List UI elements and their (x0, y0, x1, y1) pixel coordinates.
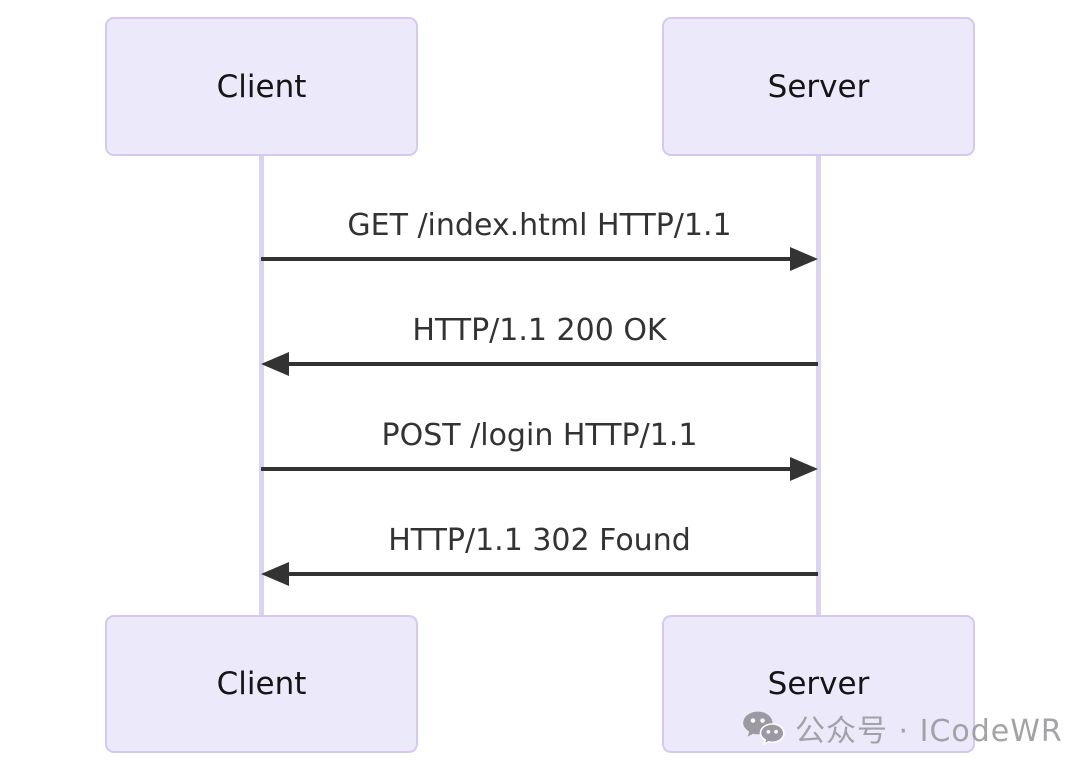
message-label: HTTP/1.1 302 Found (388, 523, 691, 558)
message-post-login: POST /login HTTP/1.1 (261, 417, 818, 481)
arrow-left (261, 562, 818, 586)
arrow-left (261, 352, 818, 376)
arrow-line (261, 467, 794, 471)
actor-box-client-top: Client (105, 17, 418, 156)
message-label: GET /index.html HTTP/1.1 (347, 208, 732, 243)
actor-label-server-top: Server (767, 68, 870, 105)
arrowhead-icon (261, 352, 289, 376)
arrowhead-icon (790, 457, 818, 481)
lifeline-client (259, 156, 264, 615)
message-200-ok: HTTP/1.1 200 OK (261, 312, 818, 376)
arrow-right (261, 247, 818, 271)
message-label: HTTP/1.1 200 OK (412, 313, 667, 348)
actor-box-server-top: Server (662, 17, 975, 156)
watermark: 公众号 · ICodeWR (742, 706, 1063, 750)
arrow-right (261, 457, 818, 481)
actor-box-client-bottom: Client (105, 615, 418, 753)
watermark-text: 公众号 · ICodeWR (795, 714, 1063, 749)
wechat-icon (743, 711, 785, 746)
message-302-found: HTTP/1.1 302 Found (261, 522, 818, 586)
arrow-line (285, 572, 818, 576)
arrow-line (285, 362, 818, 366)
arrow-line (261, 257, 794, 261)
actor-label-client-top: Client (216, 68, 307, 105)
actor-label-client-bottom: Client (216, 666, 307, 702)
lifeline-server (816, 156, 821, 615)
message-get-index: GET /index.html HTTP/1.1 (261, 207, 818, 271)
arrowhead-icon (261, 562, 289, 586)
message-label: POST /login HTTP/1.1 (381, 418, 698, 453)
arrowhead-icon (790, 247, 818, 271)
actor-box-server-bottom: Server (662, 615, 975, 753)
actor-label-server-bottom: Server (767, 666, 870, 702)
